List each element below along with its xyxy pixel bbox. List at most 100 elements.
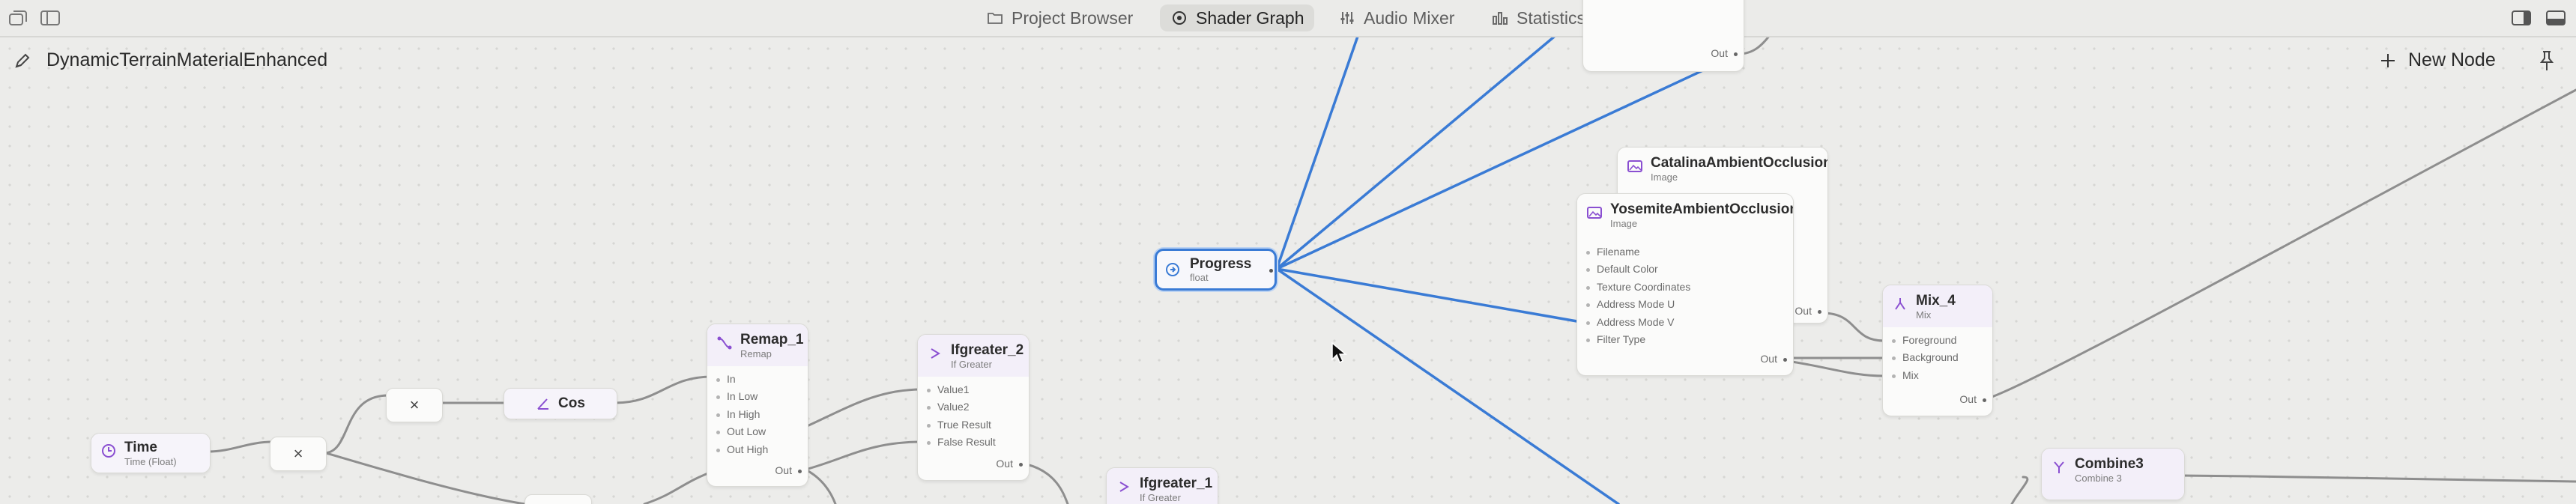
node-title: Combine3: [2075, 456, 2144, 472]
selected-wire-up-1: [1275, 28, 1361, 270]
audio-mixer-icon: [1340, 12, 1354, 24]
greater-than-icon: [931, 348, 940, 359]
top-toolbar: Project Browser Shader Graph Audio Mixer…: [0, 0, 2576, 37]
output-port[interactable]: Out: [1711, 47, 1738, 59]
wire-time-multiply: [207, 440, 274, 453]
node-progress[interactable]: Progress float: [1155, 249, 1277, 291]
shader-graph-icon: [1173, 11, 1186, 25]
node-title: Progress: [1190, 255, 1252, 272]
inspector-toggle-icon[interactable]: [2510, 7, 2533, 28]
wire-mix-out: [1986, 88, 2576, 400]
folder-icon: [988, 13, 1003, 24]
output-port[interactable]: Out: [1760, 353, 1787, 365]
input-port[interactable]: Default Color: [1586, 261, 1784, 278]
image-icon: [1627, 160, 1642, 172]
node-top[interactable]: Out: [1582, 0, 1744, 72]
node-title: Time: [124, 440, 158, 455]
node-title: YosemiteAmbientOcclusion: [1610, 201, 1794, 217]
pin-icon[interactable]: [2537, 49, 2557, 72]
output-port[interactable]: Out: [775, 464, 802, 476]
input-port[interactable]: Value2: [927, 398, 1020, 416]
wire-remap-down: [804, 468, 837, 504]
input-port[interactable]: Value1: [927, 381, 1020, 398]
node-remap-1[interactable]: Remap_1 Remap In In Low In High Out Low …: [707, 324, 808, 487]
node-title: Remap_1: [740, 332, 804, 347]
wire-combine-out: [2180, 474, 2576, 483]
node-ifgreater-2[interactable]: Ifgreater_2 If Greater Value1 Value2 Tru…: [917, 334, 1030, 481]
mix-icon: [1895, 298, 1905, 310]
node-title: Ifgreater_1: [1140, 476, 1213, 491]
node-multiply-a[interactable]: ×: [386, 388, 443, 422]
node-yosemite-ambient-occlusion[interactable]: YosemiteAmbientOcclusion Image Filename …: [1576, 193, 1794, 376]
wire-catalina-mix: [1821, 312, 1886, 342]
input-port[interactable]: Out Low: [716, 423, 799, 440]
image-icon: [1587, 207, 1602, 219]
input-port[interactable]: Filename: [1586, 243, 1784, 261]
node-multiply-b[interactable]: ×: [270, 437, 327, 471]
output-port[interactable]: Out: [1959, 393, 1986, 405]
statistics-icon: [1493, 12, 1508, 25]
wire-cos-remap: [613, 375, 713, 404]
node-time[interactable]: Time Time (Float): [91, 433, 211, 473]
node-title: Mix_4: [1916, 293, 1956, 309]
input-port[interactable]: Out High: [716, 441, 799, 458]
output-port[interactable]: Out: [996, 458, 1023, 470]
node-cos[interactable]: Cos: [504, 388, 617, 419]
output-port[interactable]: Out: [1795, 305, 1821, 317]
multiply-icon: ×: [293, 444, 303, 463]
windows-icon[interactable]: [7, 7, 30, 28]
sidebar-toggle-icon[interactable]: [39, 7, 61, 28]
input-port[interactable]: Foreground: [1892, 332, 1983, 349]
node-combine3[interactable]: Combine3 Combine 3: [2041, 448, 2185, 500]
greater-than-icon: [1119, 482, 1129, 492]
selected-wire-up-3: [1275, 52, 1740, 270]
tab-project-browser[interactable]: Project Browser: [976, 4, 1143, 31]
material-name[interactable]: DynamicTerrainMaterialEnhanced: [46, 49, 328, 70]
tab-shader-graph[interactable]: Shader Graph: [1160, 4, 1315, 31]
input-port[interactable]: False Result: [927, 434, 1020, 451]
input-port[interactable]: Mix: [1892, 367, 1983, 384]
tab-label: Statistics: [1517, 7, 1586, 28]
pencil-icon[interactable]: [12, 50, 33, 71]
node-partial[interactable]: [524, 494, 592, 504]
input-port[interactable]: True Result: [927, 416, 1020, 434]
node-subtitle: Mix: [1916, 309, 1932, 321]
wire-remap-ifgreater: [804, 388, 923, 428]
node-subtitle: If Greater: [951, 359, 992, 370]
node-title: Cos: [558, 395, 585, 411]
new-node-label: New Node: [2408, 49, 2496, 70]
input-port[interactable]: Background: [1892, 349, 1983, 366]
node-ifgreater-1[interactable]: Ifgreater_1 If Greater: [1106, 467, 1218, 504]
material-title: DynamicTerrainMaterialEnhanced: [12, 49, 327, 71]
new-node-button[interactable]: New Node: [2380, 49, 2496, 71]
clock-icon: [102, 444, 115, 458]
tab-audio-mixer[interactable]: Audio Mixer: [1328, 4, 1465, 31]
wire-remap-ifgreater-2: [804, 440, 923, 471]
node-mix-4[interactable]: Mix_4 Mix Foreground Background Mix Out: [1882, 285, 1993, 416]
tab-statistics[interactable]: Statistics: [1481, 4, 1596, 31]
bottom-panel-toggle-icon[interactable]: [2545, 7, 2567, 28]
selected-wire-up-2: [1275, 28, 1564, 270]
node-subtitle: If Greater: [1140, 492, 1181, 503]
output-port-dot[interactable]: [1269, 269, 1273, 273]
input-port[interactable]: Texture Coordinates: [1586, 279, 1784, 296]
wire-multiply-multiply: [322, 394, 390, 455]
node-subtitle: Remap: [740, 348, 772, 359]
input-port[interactable]: In Low: [716, 388, 799, 405]
node-subtitle: Image: [1610, 218, 1638, 229]
multiply-icon: ×: [409, 395, 420, 414]
angle-icon: [537, 398, 549, 410]
tab-label: Project Browser: [1012, 7, 1134, 28]
node-title: Ifgreater_2: [951, 342, 1024, 358]
wire-ifgreater-down: [1025, 463, 1069, 504]
wire-combine-in: [2010, 476, 2029, 504]
input-port[interactable]: Address Mode V: [1586, 314, 1784, 331]
remap-icon: [717, 336, 732, 350]
input-port[interactable]: Filter Type: [1586, 331, 1784, 348]
input-port[interactable]: Address Mode U: [1586, 296, 1784, 313]
input-port[interactable]: In High: [716, 406, 799, 423]
tab-label: Audio Mixer: [1364, 7, 1455, 28]
input-port[interactable]: In: [716, 371, 799, 388]
node-subtitle: Time (Float): [124, 456, 177, 467]
